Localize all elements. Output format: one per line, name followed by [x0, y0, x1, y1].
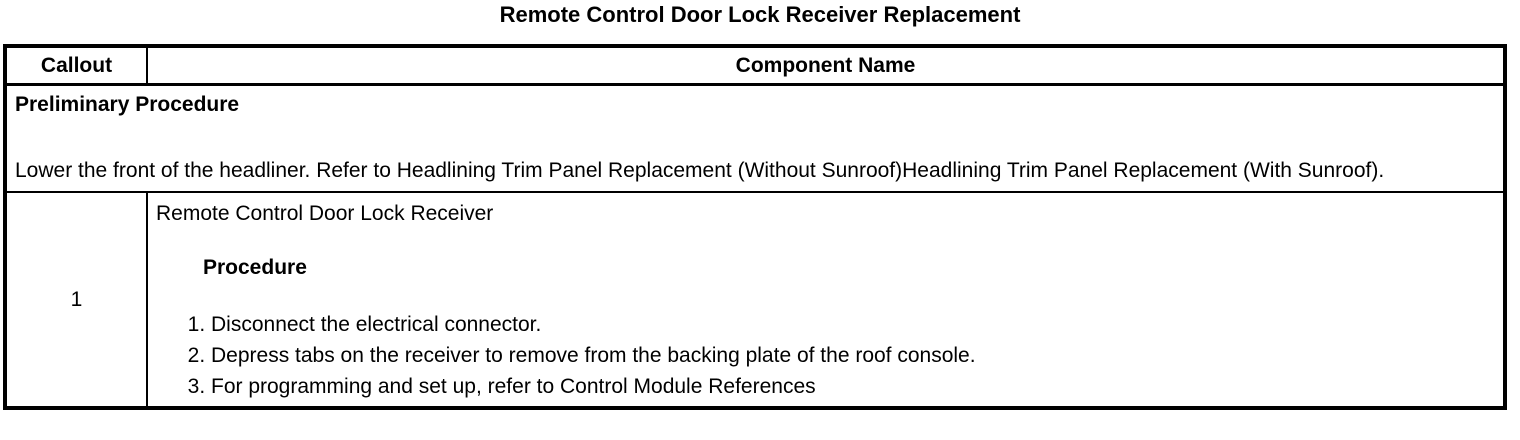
procedure-step: Depress tabs on the receiver to remove f… — [211, 344, 1495, 368]
callout-number: 1 — [5, 192, 148, 408]
table-row: 1 Remote Control Door Lock Receiver Proc… — [5, 192, 1505, 408]
component-table: Callout Component Name Preliminary Proce… — [3, 44, 1507, 410]
preliminary-procedure-text: Lower the front of the headliner. Refer … — [15, 159, 1385, 182]
procedure-step: Disconnect the electrical connector. — [211, 313, 1495, 337]
procedure-step: For programming and set up, refer to Con… — [211, 375, 1495, 399]
component-cell: Remote Control Door Lock Receiver Proced… — [147, 192, 1505, 408]
preliminary-procedure-cell: Preliminary Procedure Lower the front of… — [5, 84, 1505, 193]
component-name: Remote Control Door Lock Receiver — [156, 202, 494, 225]
procedure-heading: Procedure — [203, 256, 307, 279]
preliminary-procedure-heading: Preliminary Procedure — [15, 93, 240, 116]
page-title: Remote Control Door Lock Receiver Replac… — [499, 2, 1021, 27]
callout-column-header: Callout — [5, 46, 148, 86]
procedure-steps: Disconnect the electrical connector. Dep… — [156, 313, 1495, 399]
preliminary-procedure-row: Preliminary Procedure Lower the front of… — [5, 84, 1505, 193]
table-header-row: Callout Component Name — [5, 46, 1505, 86]
component-name-column-header: Component Name — [147, 46, 1505, 86]
